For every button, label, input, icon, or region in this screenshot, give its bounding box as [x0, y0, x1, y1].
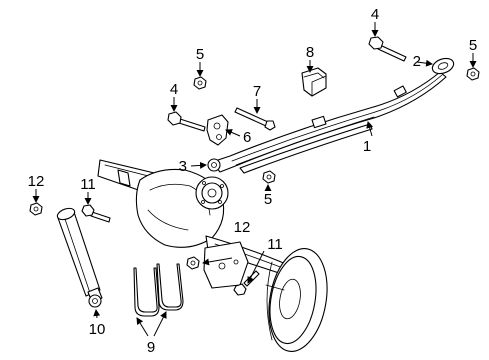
spring-bolt-front — [167, 111, 206, 132]
callout-numbers: 1 2 3 4 4 5 5 5 6 7 8 9 10 11 11 12 12 — [28, 6, 478, 356]
callout-1: 1 — [363, 138, 371, 155]
callout-10: 10 — [89, 321, 106, 338]
callout-5-top: 5 — [196, 46, 204, 63]
brake-drum — [265, 248, 328, 352]
jounce-bumper — [301, 67, 327, 97]
callout-7: 7 — [253, 83, 261, 100]
shock-bolt-upper — [81, 204, 111, 223]
hanger-bolt — [234, 107, 276, 131]
callout-leaders — [32, 22, 477, 337]
shock-nut-upper — [29, 202, 43, 216]
shock-absorber — [56, 207, 103, 308]
callout-4-left: 4 — [170, 81, 178, 98]
callout-11-right: 11 — [267, 236, 283, 253]
callout-11-left: 11 — [80, 176, 96, 193]
u-bolt-right — [156, 263, 184, 311]
spring-plate — [203, 241, 249, 289]
nut-top — [193, 76, 207, 90]
leaf-spring — [211, 71, 447, 174]
callout-9: 9 — [147, 339, 155, 356]
callout-8: 8 — [306, 44, 314, 61]
callout-12-center: 12 — [234, 219, 251, 236]
nut-right — [466, 67, 480, 81]
u-bolt-nut — [186, 256, 200, 270]
callout-5-right: 5 — [469, 37, 477, 54]
callout-3: 3 — [179, 158, 187, 175]
callout-4-top: 4 — [371, 6, 379, 23]
rear-spring-bushing — [431, 57, 455, 75]
spring-bolt-rear — [368, 36, 407, 62]
callout-2: 2 — [413, 53, 421, 70]
front-spring-eye — [207, 158, 221, 172]
nut-lower — [262, 170, 276, 184]
callout-5-lower: 5 — [264, 191, 272, 208]
callout-12-left: 12 — [28, 173, 45, 190]
spring-hanger-bracket — [206, 114, 229, 146]
callout-6: 6 — [243, 129, 251, 146]
u-bolt-left — [133, 267, 160, 317]
